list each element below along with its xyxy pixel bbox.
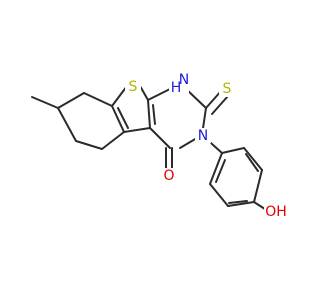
nh-nitrogen-label: N [179,72,189,88]
bond [149,127,171,149]
bond [253,169,263,203]
bond [147,99,151,129]
bond [139,85,149,101]
bond [111,85,128,107]
bond [152,104,156,125]
bond [209,152,223,185]
chemical-structure-diagram: S H N S N O OH [31,72,288,220]
bond [31,96,59,109]
label-background [161,168,177,184]
label-background [125,79,141,95]
label-background [264,204,288,220]
ring-sulfur-label: S [129,79,138,95]
bond [221,147,245,154]
bond [245,153,259,172]
label-background [169,79,189,95]
bond [75,140,103,150]
bond [228,200,248,204]
bond-layer [31,85,269,212]
bond [57,107,77,142]
hydroxyl-label: OH [265,204,287,220]
thione-sulfur-label: S [223,81,232,97]
bond [147,87,173,101]
label-background [219,81,235,97]
bond [215,159,226,183]
bond [57,92,85,109]
atom-labels: S H N S N O OH [125,72,288,220]
nh-hydrogen-label: H [171,80,182,96]
bond [83,92,113,107]
bond [211,95,229,115]
bond [111,105,125,133]
bond [209,183,229,207]
bond [101,131,125,150]
bond [227,201,255,207]
bond [117,107,129,129]
bond [243,147,263,171]
bond [123,127,151,133]
label-background [195,128,211,144]
ring-nitrogen-label: N [198,128,208,144]
carbonyl-oxygen-label: O [163,168,174,184]
